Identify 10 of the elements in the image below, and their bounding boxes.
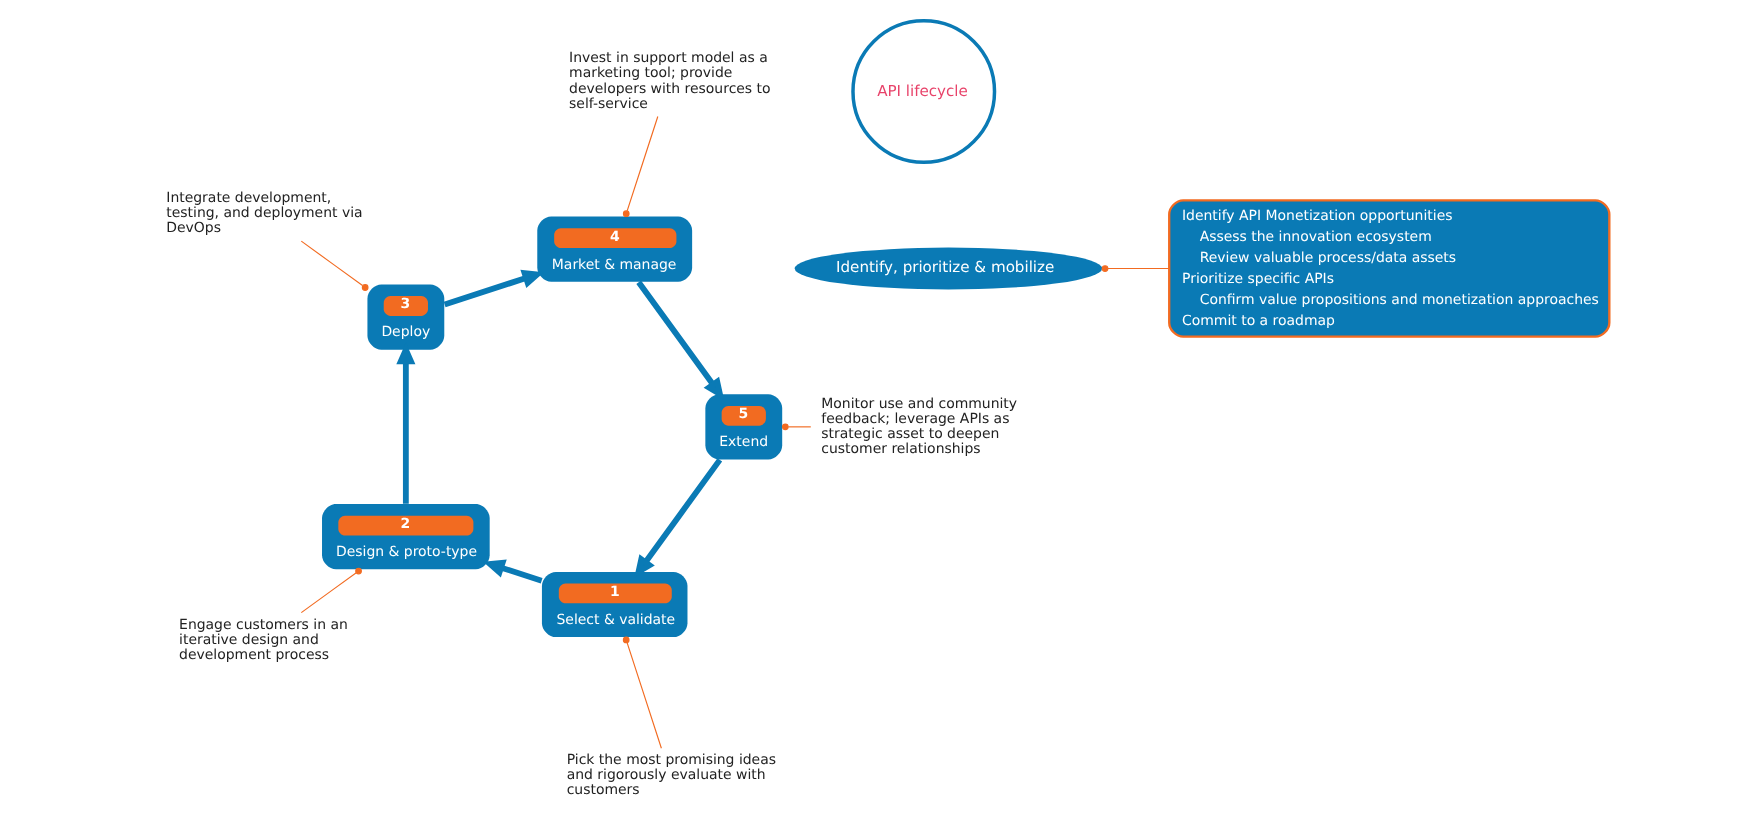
connector <box>299 240 368 291</box>
arrow <box>482 559 542 584</box>
arrow <box>633 458 722 578</box>
arrow <box>442 269 544 308</box>
arrow <box>635 280 724 400</box>
connector <box>780 423 811 431</box>
connector <box>299 567 361 614</box>
connector <box>621 636 661 749</box>
connector <box>621 115 658 218</box>
connector <box>1100 265 1169 272</box>
